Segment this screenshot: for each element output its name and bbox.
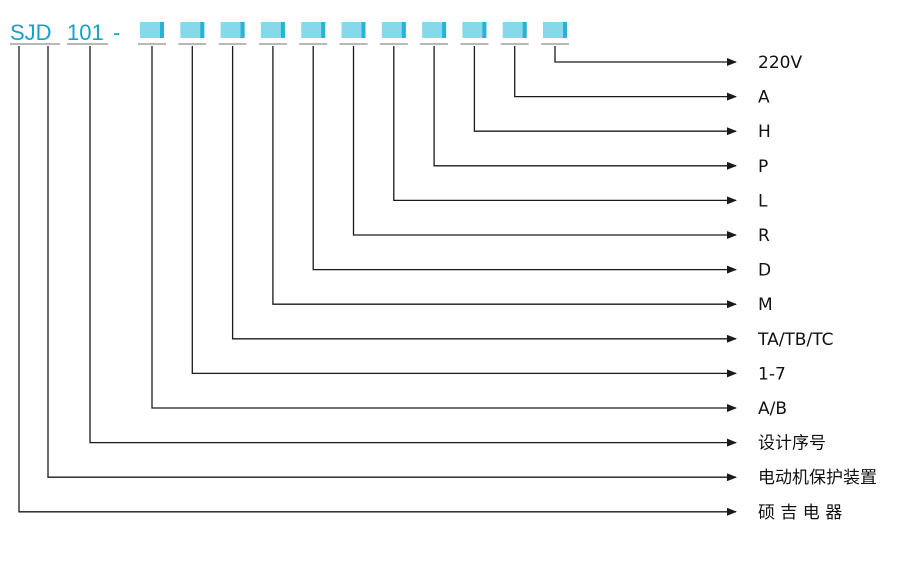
- code-slot-box: [220, 22, 245, 38]
- code-slot-box-edge: [442, 22, 447, 38]
- row-label: A/B: [758, 399, 787, 419]
- row-label: 硕 吉 电 器: [758, 503, 842, 523]
- code-slot-box: [502, 22, 527, 38]
- leader-arrow: [554, 46, 737, 66]
- row-label: R: [758, 226, 770, 246]
- code-slot-box-edge: [522, 22, 527, 38]
- row-label: H: [758, 122, 771, 142]
- leader-arrow: [473, 46, 737, 136]
- code-slot-box-edge: [200, 22, 205, 38]
- row-label: 1-7: [758, 364, 786, 384]
- code-slot-box: [462, 22, 487, 38]
- leader-lines: [18, 46, 737, 516]
- leader-arrow: [272, 46, 737, 309]
- row-label: 电动机保护装置: [758, 468, 877, 488]
- leader-arrow: [191, 46, 737, 378]
- code-slot-box-edge: [361, 22, 366, 38]
- row-label: P: [758, 157, 768, 177]
- code-slot-box-edge: [321, 22, 326, 38]
- code-slot-box: [140, 22, 164, 38]
- row-label: TA/TB/TC: [757, 330, 833, 350]
- leader-arrow: [18, 46, 737, 516]
- row-label: M: [758, 295, 773, 315]
- code-prefix: SJD: [10, 20, 52, 45]
- code-slot-box: [543, 22, 567, 38]
- row-label: 220V: [758, 53, 802, 73]
- code-slot-box-edge: [563, 22, 567, 38]
- code-slot-box: [301, 22, 326, 38]
- leader-arrow: [312, 46, 737, 274]
- code-slot-box-edge: [280, 22, 285, 38]
- code-slot-box-edge: [160, 22, 164, 38]
- code-slot-box-edge: [240, 22, 245, 38]
- row-label: L: [758, 191, 768, 211]
- leader-arrow: [151, 46, 737, 412]
- leader-arrow: [352, 46, 737, 239]
- row-label: D: [758, 261, 771, 281]
- leader-arrow: [89, 46, 737, 447]
- code-number: 101: [67, 20, 104, 45]
- leader-arrow: [514, 46, 737, 101]
- code-slot-box-edge: [401, 22, 406, 38]
- code-slot-group: [138, 22, 569, 45]
- code-slot-box: [180, 22, 205, 38]
- leader-arrow: [47, 46, 737, 482]
- leader-arrow: [433, 46, 737, 170]
- code-dash: -: [113, 20, 120, 45]
- code-slot-box-edge: [482, 22, 487, 38]
- code-slot-box: [381, 22, 406, 38]
- code-slot-box: [260, 22, 285, 38]
- code-slot-box: [422, 22, 447, 38]
- row-label: A: [758, 88, 770, 108]
- row-label: 设计序号: [758, 434, 826, 454]
- code-slot-box: [341, 22, 366, 38]
- leader-arrow: [231, 46, 737, 343]
- leader-arrow: [393, 46, 737, 205]
